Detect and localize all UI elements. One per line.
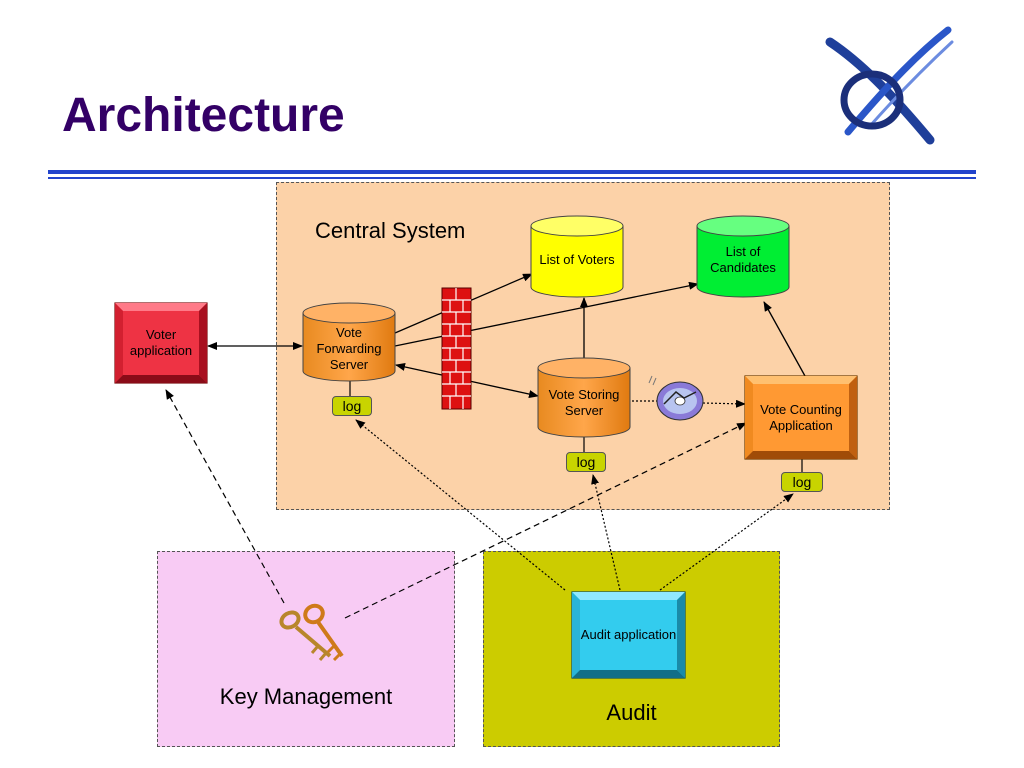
- vote-storing-server-label: Vote Storing Server: [548, 387, 620, 418]
- dashed-key-voter: [165, 389, 285, 604]
- connectors: [165, 273, 806, 619]
- arrow-vca-candidates: [763, 301, 806, 377]
- central-system-label: Central System: [315, 218, 466, 243]
- key-management-region: [157, 551, 455, 747]
- vote-forwarding-server-label: Vote Forwarding Server: [316, 325, 382, 372]
- audit-application-box: [571, 591, 686, 679]
- audit-application-label: Audit application: [580, 627, 677, 642]
- slide-title: Architecture: [62, 89, 345, 142]
- vote-forwarding-server-cylinder: [302, 302, 396, 382]
- list-of-voters-label: List of Voters: [539, 252, 615, 267]
- dotted-audit-vss-log: [591, 474, 621, 591]
- audit-label: Audit: [606, 700, 657, 725]
- vote-counting-application-box: [744, 375, 858, 460]
- vss-log-tag: log: [566, 452, 606, 472]
- title-rule-thin: [48, 177, 976, 179]
- list-of-candidates-label: List of Candidates: [710, 244, 776, 275]
- dashed-key-vca: [344, 422, 747, 619]
- dotted-audit-vfs-log: [355, 419, 566, 591]
- voter-application-label: Voter application: [129, 327, 193, 358]
- keys-icon: [279, 603, 344, 662]
- list-of-voters-cylinder: [530, 215, 624, 298]
- title-rule-thick: [48, 170, 976, 174]
- vca-log-tag: log: [781, 472, 823, 492]
- firewall-icon: [441, 287, 472, 410]
- vote-counting-application-label: Vote Counting Application: [760, 402, 842, 433]
- disc-icon: [648, 375, 704, 421]
- voter-application-box: [114, 302, 208, 384]
- dotted-audit-vca-log: [659, 493, 794, 591]
- vfs-log-tag: log: [332, 396, 372, 416]
- dotted-disc-vca: [702, 399, 746, 408]
- logo-icon: [825, 26, 954, 145]
- vote-storing-server-cylinder: [537, 357, 631, 438]
- key-management-label: Key Management: [219, 684, 393, 709]
- list-of-candidates-cylinder: [696, 215, 790, 298]
